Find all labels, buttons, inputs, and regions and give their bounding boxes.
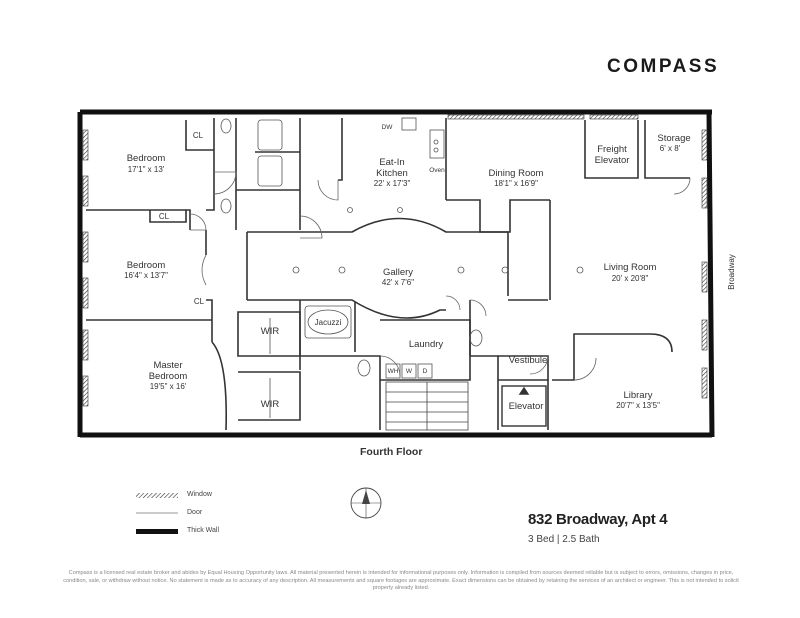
room-name: Bedroom (127, 153, 166, 164)
legend-thick-wall-label: Thick Wall (187, 527, 220, 534)
room-name: Gallery (383, 267, 413, 278)
room-name: Kitchen (376, 168, 408, 179)
closet-label: CL (193, 131, 204, 140)
dryer-label: D (423, 368, 428, 375)
room-dims: 20' x 20'8" (612, 274, 649, 283)
windows-top (447, 114, 639, 120)
room-name: Storage (657, 133, 690, 144)
room-name: Bedroom (149, 371, 188, 382)
wir-label: WIR (261, 399, 280, 410)
ceiling-lights (292, 207, 584, 274)
room-dims: 17'1" x 13' (128, 165, 165, 174)
room-name: Laundry (409, 339, 444, 350)
listing-summary: 3 Bed | 2.5 Bath (528, 534, 600, 545)
room-name: Elevator (509, 401, 544, 412)
room-dims: 19'5" x 16' (150, 382, 187, 391)
legend-door: Door (136, 509, 202, 516)
room-name: Vestibule (509, 355, 548, 366)
room-dims: 16'4" x 13'7" (124, 271, 168, 280)
legend-swatches (136, 493, 178, 534)
room-name: Bedroom (127, 260, 166, 271)
closet-label: CL (194, 297, 205, 306)
windows-right (701, 129, 708, 399)
room-dims: 18'1" x 16'9" (494, 179, 538, 188)
disclaimer: Compass is a licensed real estate broker… (63, 570, 739, 591)
room-name: Freight (597, 144, 627, 155)
dishwasher-label: DW (382, 124, 394, 131)
room-name: Dining Room (489, 168, 544, 179)
exterior-walls (77, 109, 715, 438)
room-name: Elevator (595, 155, 630, 166)
compass-rose-icon (350, 487, 382, 519)
fixture-labels: CL CL CL WIR WIR Jacuzzi DW Oven WH W D (159, 124, 445, 410)
legend-thick-wall: Thick Wall (136, 527, 219, 534)
legend-window-label: Window (187, 491, 212, 498)
legend-door-label: Door (187, 509, 203, 516)
jacuzzi-label: Jacuzzi (315, 318, 342, 327)
oven-label: Oven (429, 167, 445, 174)
legend-window: Window (136, 491, 212, 498)
fixtures (220, 117, 483, 418)
room-name: Master (153, 360, 182, 371)
room-name: Eat-In (379, 157, 404, 168)
room-name: Library (623, 390, 652, 401)
staircase (385, 381, 469, 431)
compass-logo: COMPASS (607, 56, 720, 77)
elevator-shaft (501, 385, 547, 427)
floor-label: Fourth Floor (360, 446, 423, 458)
room-dims: 22' x 17'3" (374, 179, 411, 188)
washer-label: W (406, 368, 413, 375)
room-labels: Bedroom 17'1" x 13' Bedroom 16'4" x 13'7… (124, 133, 691, 412)
interior-walls (86, 118, 690, 431)
room-dims: 20'7" x 13'5" (616, 401, 660, 410)
room-name: Living Room (604, 262, 657, 273)
listing-address: 832 Broadway, Apt 4 (528, 511, 668, 528)
water-heater-label: WH (388, 368, 399, 375)
street-label: Broadway (727, 254, 736, 290)
closet-label: CL (159, 212, 170, 221)
doors (189, 171, 691, 381)
room-dims: 6' x 8' (660, 144, 681, 153)
room-dims: 42' x 7'6" (382, 278, 414, 287)
wir-label: WIR (261, 326, 280, 337)
windows-left (82, 129, 89, 407)
